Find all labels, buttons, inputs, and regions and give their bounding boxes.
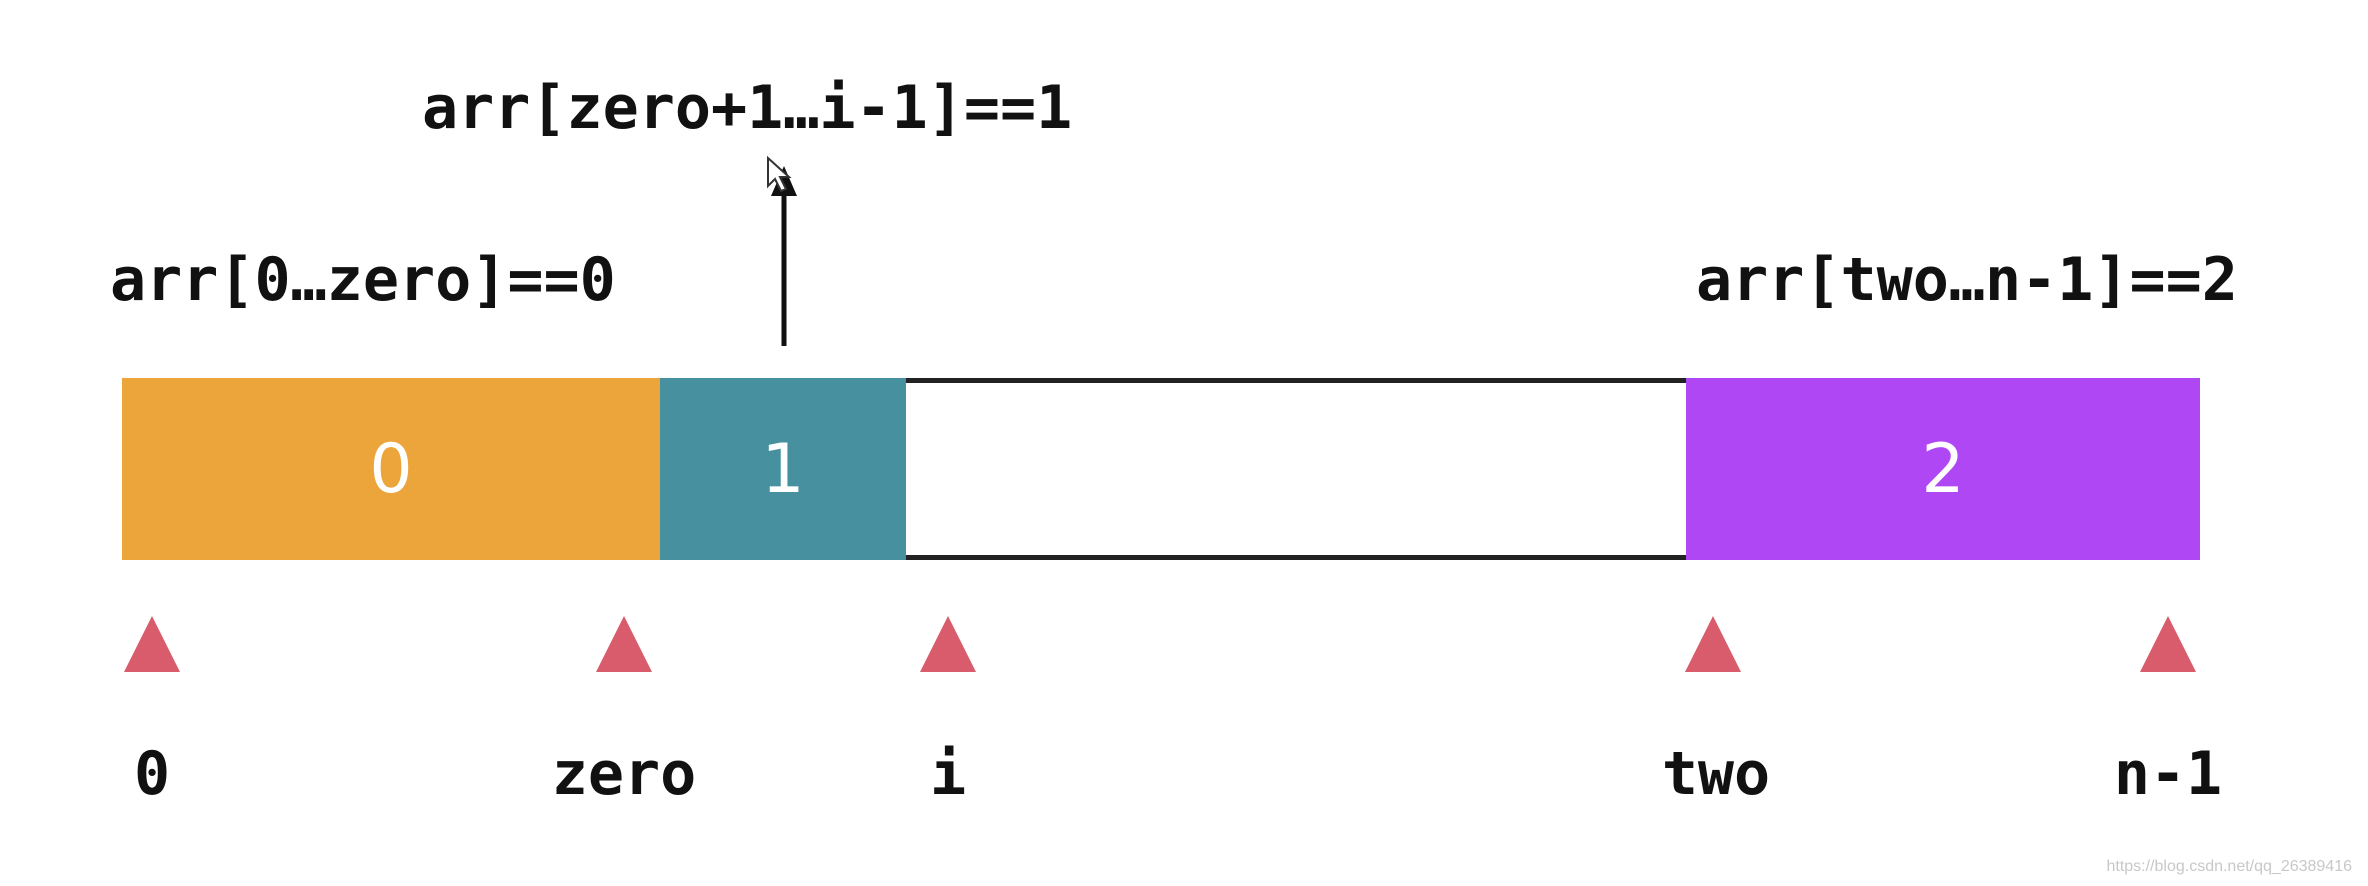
segment-zeros-value: 0 (369, 429, 413, 509)
pointer-marker-i (920, 616, 976, 672)
pointer-marker-0 (124, 616, 180, 672)
zeros-region-label: arr[0…zero]==0 (110, 245, 616, 315)
segment-unprocessed (906, 378, 1686, 560)
segment-twos: 2 (1686, 378, 2200, 560)
pointer-label-n-minus-1: n-1 (2113, 739, 2223, 809)
segment-ones-value: 1 (761, 429, 805, 509)
segment-zeros: 0 (122, 378, 660, 560)
ones-region-label: arr[zero+1…i-1]==1 (422, 73, 1073, 143)
pointer-label-two: two (1661, 739, 1771, 809)
pointer-label-zero: zero (551, 739, 697, 809)
watermark: https://blog.csdn.net/qq_26389416 (2106, 858, 2352, 875)
twos-region-label: arr[two…n-1]==2 (1696, 245, 2238, 315)
pointer-label-0: 0 (133, 739, 171, 809)
cursor-icon (767, 155, 792, 193)
pointer-marker-n-minus-1 (2140, 616, 2196, 672)
pointer-marker-two (1685, 616, 1741, 672)
segment-ones: 1 (660, 378, 906, 560)
pointer-label-i: i (929, 739, 967, 809)
segment-twos-value: 2 (1921, 429, 1965, 509)
ones-arrow-head (771, 166, 797, 196)
pointer-marker-zero (596, 616, 652, 672)
